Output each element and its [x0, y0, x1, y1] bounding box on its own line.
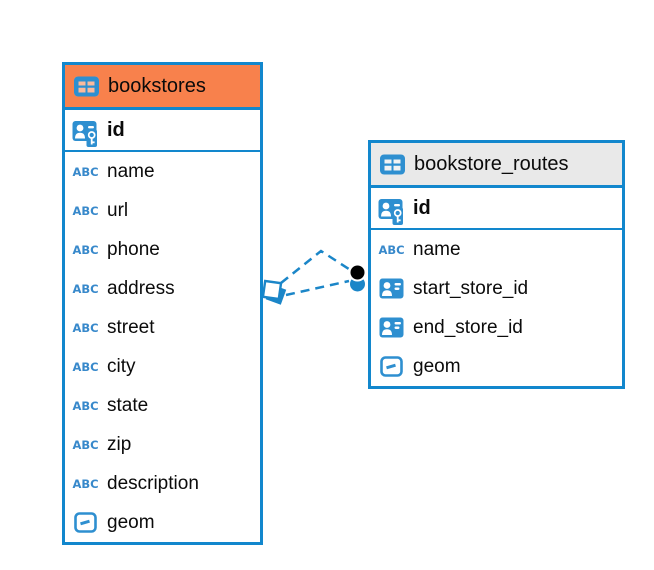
- column-row[interactable]: ABC address: [65, 269, 260, 308]
- column-label: name: [107, 160, 155, 182]
- column-row[interactable]: geom: [65, 503, 260, 542]
- relation-line-lower[interactable]: [285, 279, 350, 297]
- foreign-key-icon: [378, 317, 405, 338]
- text-type-icon: ABC: [378, 242, 405, 257]
- column-label: name: [413, 238, 461, 260]
- column-label: geom: [107, 511, 155, 533]
- column-label: phone: [107, 238, 160, 260]
- relation-endpoint-dot-blue[interactable]: [350, 276, 365, 292]
- table-bookstores[interactable]: bookstores id ABC name: [62, 62, 263, 545]
- column-row[interactable]: ABC zip: [65, 425, 260, 464]
- relation-line-upper[interactable]: [280, 249, 353, 284]
- column-row[interactable]: ABC city: [65, 347, 260, 386]
- handle-square-back[interactable]: [265, 284, 287, 305]
- column-label: street: [107, 316, 155, 338]
- column-label: url: [107, 199, 129, 221]
- relation-target-dots[interactable]: [348, 263, 367, 292]
- column-row[interactable]: ABC url: [65, 191, 260, 230]
- table-title: bookstore_routes: [414, 152, 569, 175]
- text-type-icon: ABC: [72, 476, 99, 491]
- column-row[interactable]: geom: [371, 347, 622, 386]
- column-row[interactable]: ABC state: [65, 386, 260, 425]
- column-label: id: [107, 118, 125, 141]
- table-icon: [379, 153, 406, 176]
- column-row[interactable]: ABC name: [371, 230, 622, 269]
- column-label: geom: [413, 355, 461, 377]
- text-type-icon: ABC: [72, 437, 99, 452]
- column-row-pk[interactable]: id: [65, 110, 260, 152]
- column-row[interactable]: start_store_id: [371, 269, 622, 308]
- table-bookstore-routes[interactable]: bookstore_routes id ABC name: [368, 140, 625, 389]
- column-row[interactable]: ABC name: [65, 152, 260, 191]
- column-row[interactable]: ABC street: [65, 308, 260, 347]
- text-type-icon: ABC: [72, 281, 99, 296]
- column-row[interactable]: ABC phone: [65, 230, 260, 269]
- column-label: address: [107, 277, 175, 299]
- column-row[interactable]: ABC description: [65, 464, 260, 503]
- primary-key-icon: [378, 198, 405, 226]
- column-label: state: [107, 394, 149, 416]
- text-type-icon: ABC: [72, 203, 99, 218]
- primary-key-icon: [72, 120, 99, 148]
- text-type-icon: ABC: [72, 398, 99, 413]
- handle-square-front[interactable]: [261, 279, 283, 301]
- column-label: city: [107, 355, 136, 377]
- table-title: bookstores: [108, 74, 206, 97]
- table-header-bookstore-routes[interactable]: bookstore_routes: [371, 143, 622, 188]
- table-icon: [73, 75, 100, 98]
- text-type-icon: ABC: [72, 320, 99, 335]
- relation-source-handle[interactable]: [261, 279, 287, 305]
- relation-endpoint-dot-black[interactable]: [348, 263, 367, 282]
- geometry-type-icon: [378, 356, 405, 377]
- geometry-type-icon: [72, 512, 99, 533]
- column-row-pk[interactable]: id: [371, 188, 622, 230]
- column-label: description: [107, 472, 199, 494]
- text-type-icon: ABC: [72, 242, 99, 257]
- text-type-icon: ABC: [72, 359, 99, 374]
- column-label: id: [413, 196, 431, 219]
- column-label: start_store_id: [413, 277, 529, 299]
- foreign-key-icon: [378, 278, 405, 299]
- text-type-icon: ABC: [72, 164, 99, 179]
- column-row[interactable]: end_store_id: [371, 308, 622, 347]
- column-label: zip: [107, 433, 132, 455]
- column-label: end_store_id: [413, 316, 523, 338]
- table-header-bookstores[interactable]: bookstores: [65, 65, 260, 110]
